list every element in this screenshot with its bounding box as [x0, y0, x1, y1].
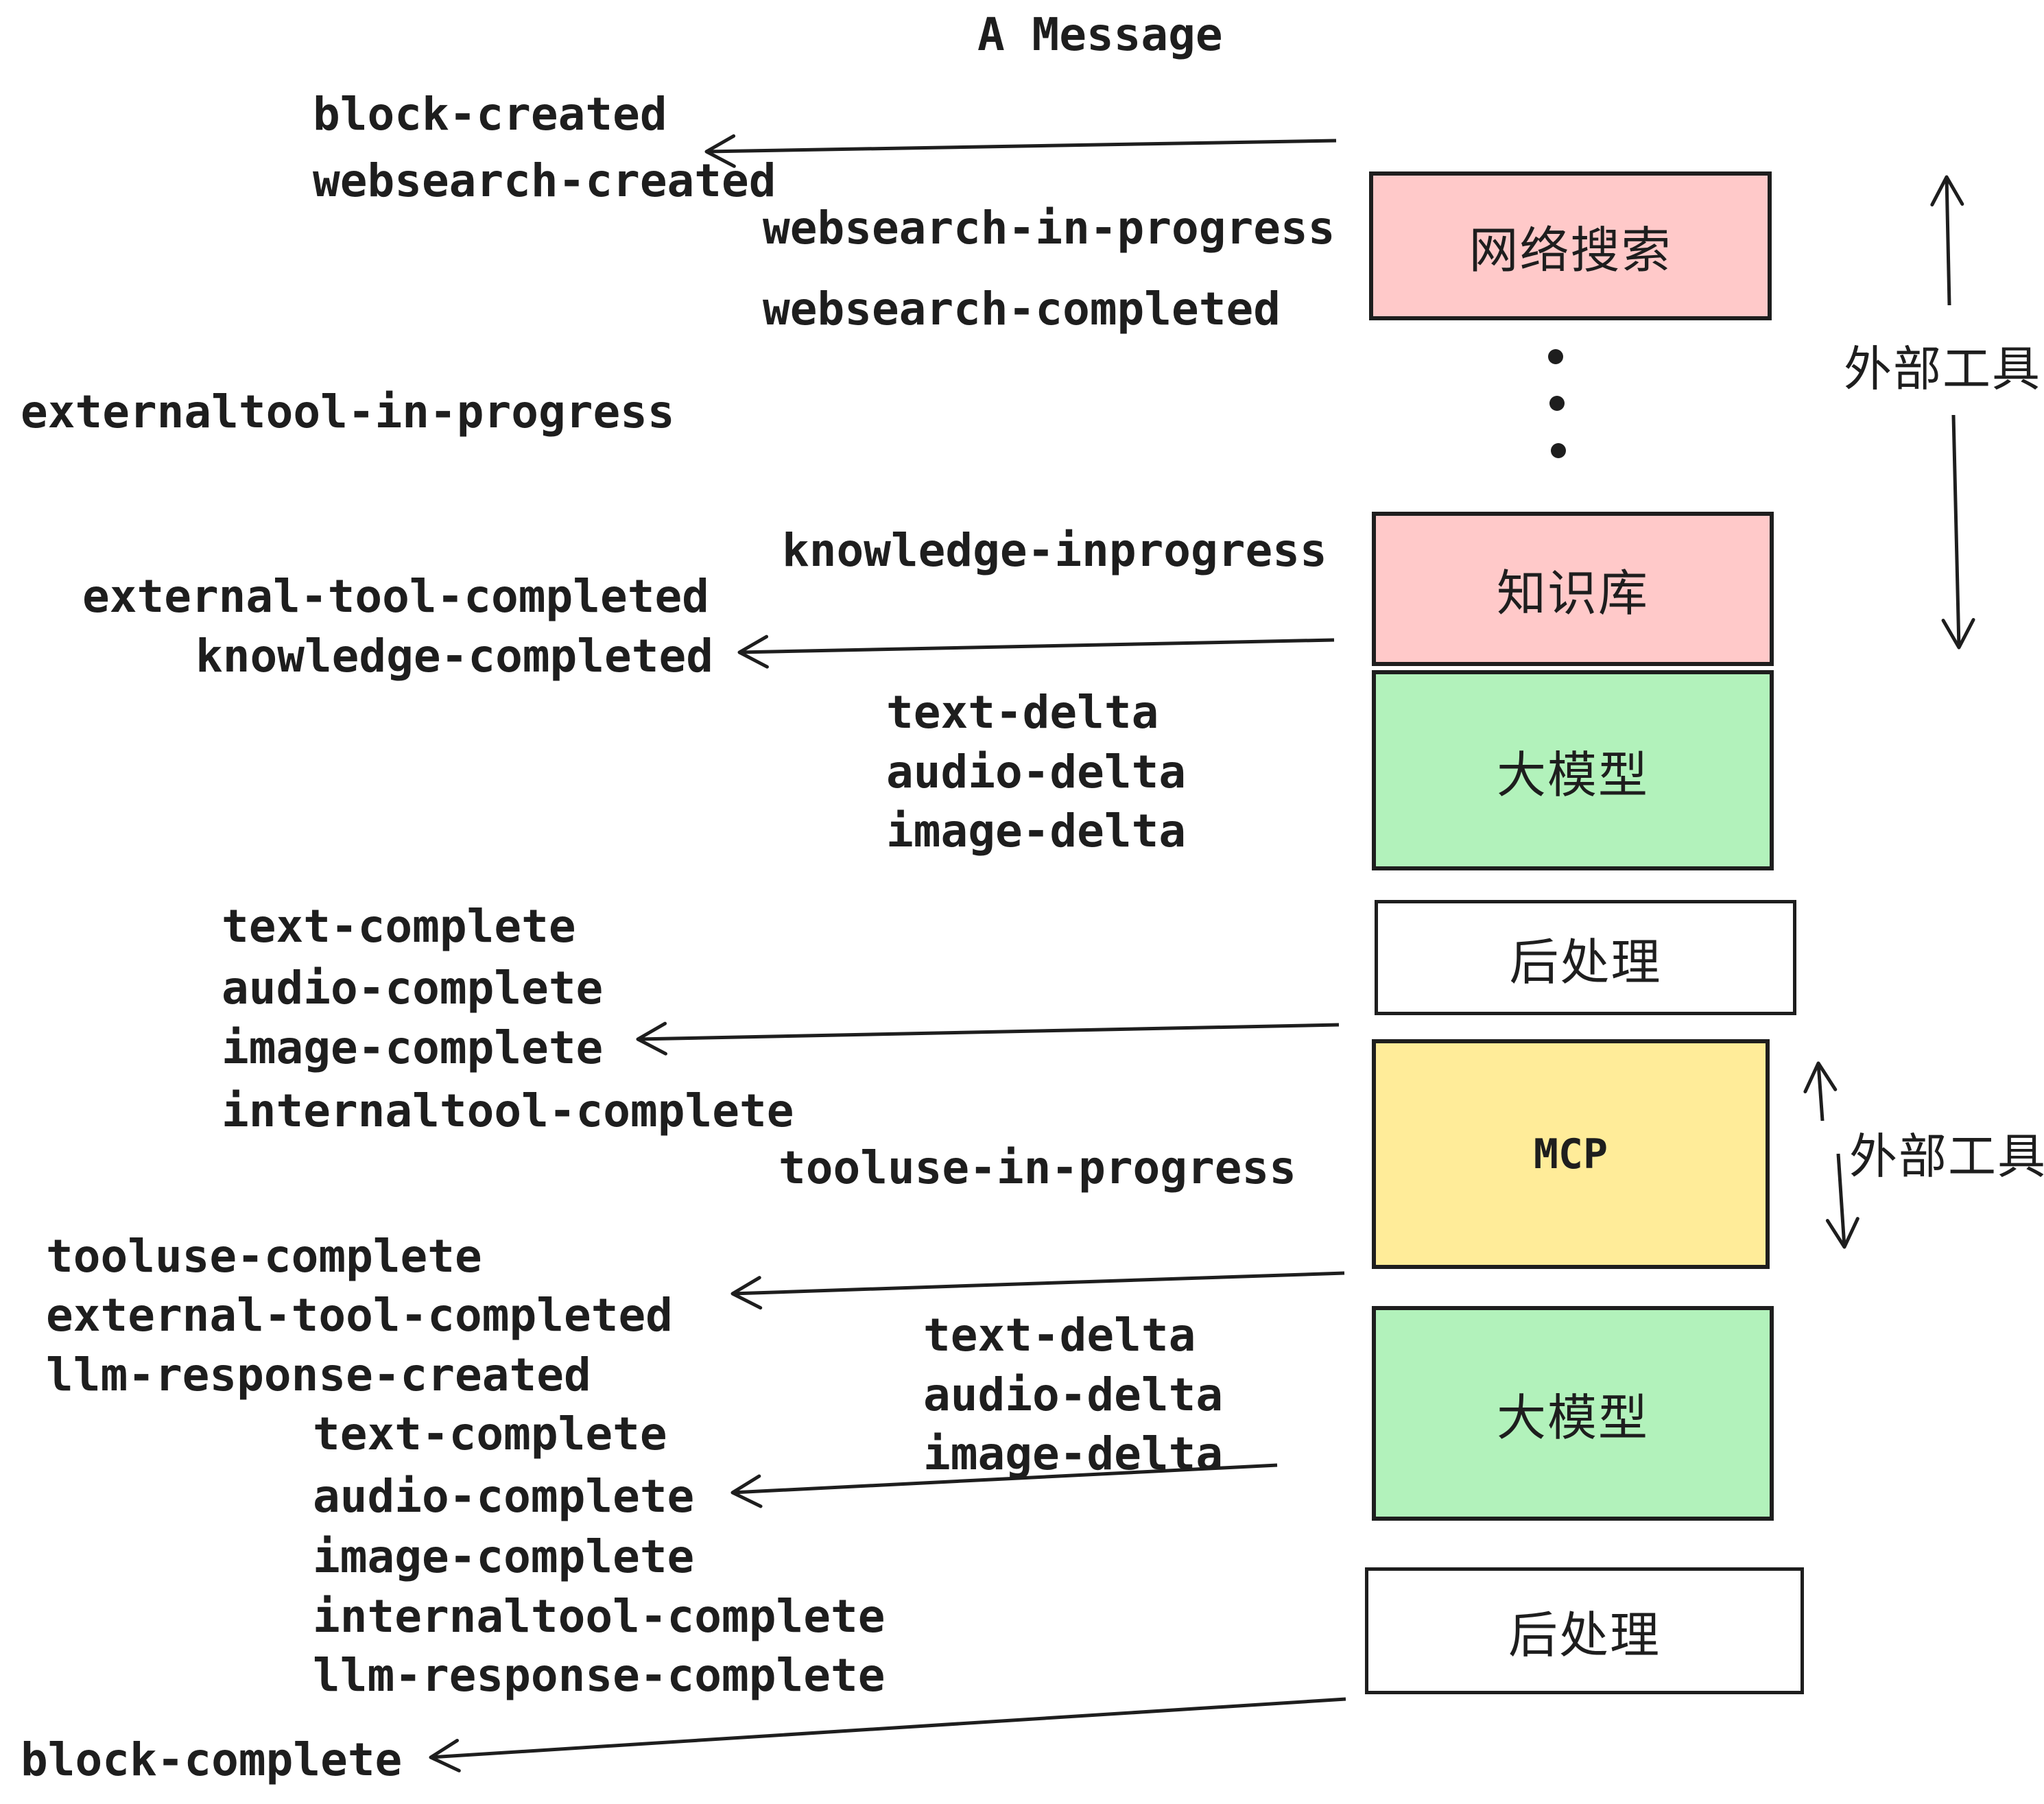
ellipsis-dot [1548, 349, 1563, 364]
event-external-tool-completed-2: external-tool-completed [46, 1289, 673, 1342]
event-block-complete: block-complete [21, 1733, 403, 1786]
postprocess-box-1: 后处理 [1375, 900, 1796, 1015]
external-tools-up-arrow [1930, 175, 1964, 306]
event-image-delta: image-delta [886, 805, 1187, 857]
event-audio-complete-2: audio-complete [313, 1470, 695, 1523]
event-audio-delta: audio-delta [886, 746, 1187, 798]
event-tooluse-complete: tooluse-complete [46, 1230, 482, 1283]
event-external-tool-completed: external-tool-completed [82, 570, 709, 623]
external-tools-up-arrow-2 [1803, 1061, 1838, 1121]
arrow-to-image-complete [636, 1021, 1340, 1056]
event-image-complete-2: image-complete [313, 1530, 695, 1583]
event-tooluse-in-progress: tooluse-in-progress [779, 1141, 1296, 1194]
arrow-to-websearch-created [704, 134, 1337, 168]
event-internaltool-complete: internaltool-complete [222, 1084, 794, 1137]
event-image-complete: image-complete [222, 1021, 604, 1074]
event-knowledge-completed: knowledge-completed [195, 630, 713, 683]
event-llm-response-created: llm-response-created [46, 1349, 591, 1401]
event-block-created: block-created [313, 88, 667, 141]
arrow-to-block-complete [429, 1697, 1346, 1772]
llm-box-2: 大模型 [1372, 1306, 1774, 1521]
event-llm-response-complete: llm-response-complete [313, 1649, 886, 1702]
event-internaltool-complete-2: internaltool-complete [313, 1590, 886, 1643]
ellipsis-dot [1551, 443, 1566, 458]
diagram-title: A Message [977, 8, 1223, 61]
event-text-complete-2: text-complete [313, 1408, 667, 1460]
websearch-box: 网络搜索 [1369, 171, 1772, 320]
external-tools-label-2: 外部工具 [1849, 1130, 2044, 1183]
knowledge-box-label: 知识库 [1496, 567, 1649, 621]
event-image-delta-2: image-delta [923, 1427, 1224, 1480]
event-audio-delta-2: audio-delta [923, 1368, 1224, 1421]
event-websearch-created: websearch-created [313, 154, 776, 207]
postprocess-box-2: 后处理 [1365, 1567, 1804, 1694]
event-knowledge-inprogress: knowledge-inprogress [782, 524, 1327, 577]
mcp-box: MCP [1372, 1039, 1770, 1269]
event-externaltool-in-progress: externaltool-in-progress [21, 385, 675, 438]
arrow-to-knowledge-completed [737, 634, 1335, 669]
ellipsis-dot [1549, 396, 1565, 411]
arrow-to-external-tool-completed [730, 1271, 1345, 1310]
external-tools-label: 外部工具 [1844, 342, 2041, 396]
postprocess-box-2-label: 后处理 [1508, 1609, 1661, 1663]
llm-box-1: 大模型 [1372, 670, 1774, 870]
event-audio-complete: audio-complete [222, 962, 604, 1014]
event-websearch-completed: websearch-completed [763, 283, 1281, 335]
event-websearch-in-progress: websearch-in-progress [763, 202, 1335, 254]
postprocess-box-1-label: 后处理 [1509, 935, 1662, 990]
arrow-to-audio-complete [730, 1463, 1278, 1508]
websearch-box-label: 网络搜索 [1469, 224, 1672, 278]
event-text-delta-2: text-delta [923, 1309, 1196, 1362]
llm-box-2-label: 大模型 [1496, 1391, 1649, 1446]
knowledge-box: 知识库 [1372, 512, 1774, 666]
external-tools-down-arrow [1941, 414, 1975, 650]
event-text-delta: text-delta [886, 686, 1159, 739]
mcp-box-label: MCP [1533, 1130, 1608, 1178]
external-tools-down-arrow-2 [1825, 1153, 1859, 1249]
event-text-complete: text-complete [222, 900, 576, 953]
llm-box-1-label: 大模型 [1496, 748, 1649, 803]
